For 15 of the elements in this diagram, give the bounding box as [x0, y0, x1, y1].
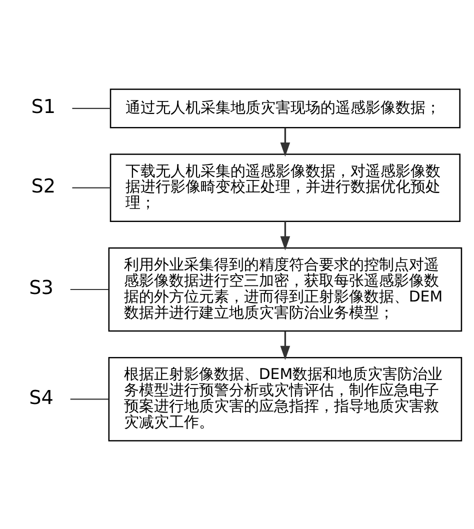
node-box: 利用外业采集得到的精度符合要求的控制点对遥感影像数据进行空三加密，获取每张遥感影像数据的外方位元素，进而得到正射影像数据、DEM数据并进行建立地质灾害防治业务模型；: [108, 246, 462, 332]
node-box: 根据正射影像数据、DEM数据和地质灾害防治业务模型进行预警分析或灾情评估，制作应急电子预案进行地质灾害的应急指挥，指导地质灾害救灾减灾工作。: [108, 356, 462, 441]
arrow: [280, 127, 290, 156]
node-box: 下载无人机采集的遥感影像数据，对遥感影像数据进行影像畸变校正处理，并进行数据优化预处理；: [110, 153, 460, 222]
connector: [70, 288, 109, 290]
connector: [72, 186, 110, 188]
node-text: S2: [31, 174, 56, 197]
node-text: S3: [29, 276, 54, 299]
node-text: S4: [29, 385, 54, 408]
arrow: [280, 330, 290, 360]
node-box: 通过无人机采集地质灾害现场的遥感影像数据；: [110, 88, 460, 128]
connector: [72, 107, 110, 108]
connector: [70, 398, 109, 400]
node-text: S1: [31, 94, 56, 118]
arrow: [280, 220, 290, 250]
